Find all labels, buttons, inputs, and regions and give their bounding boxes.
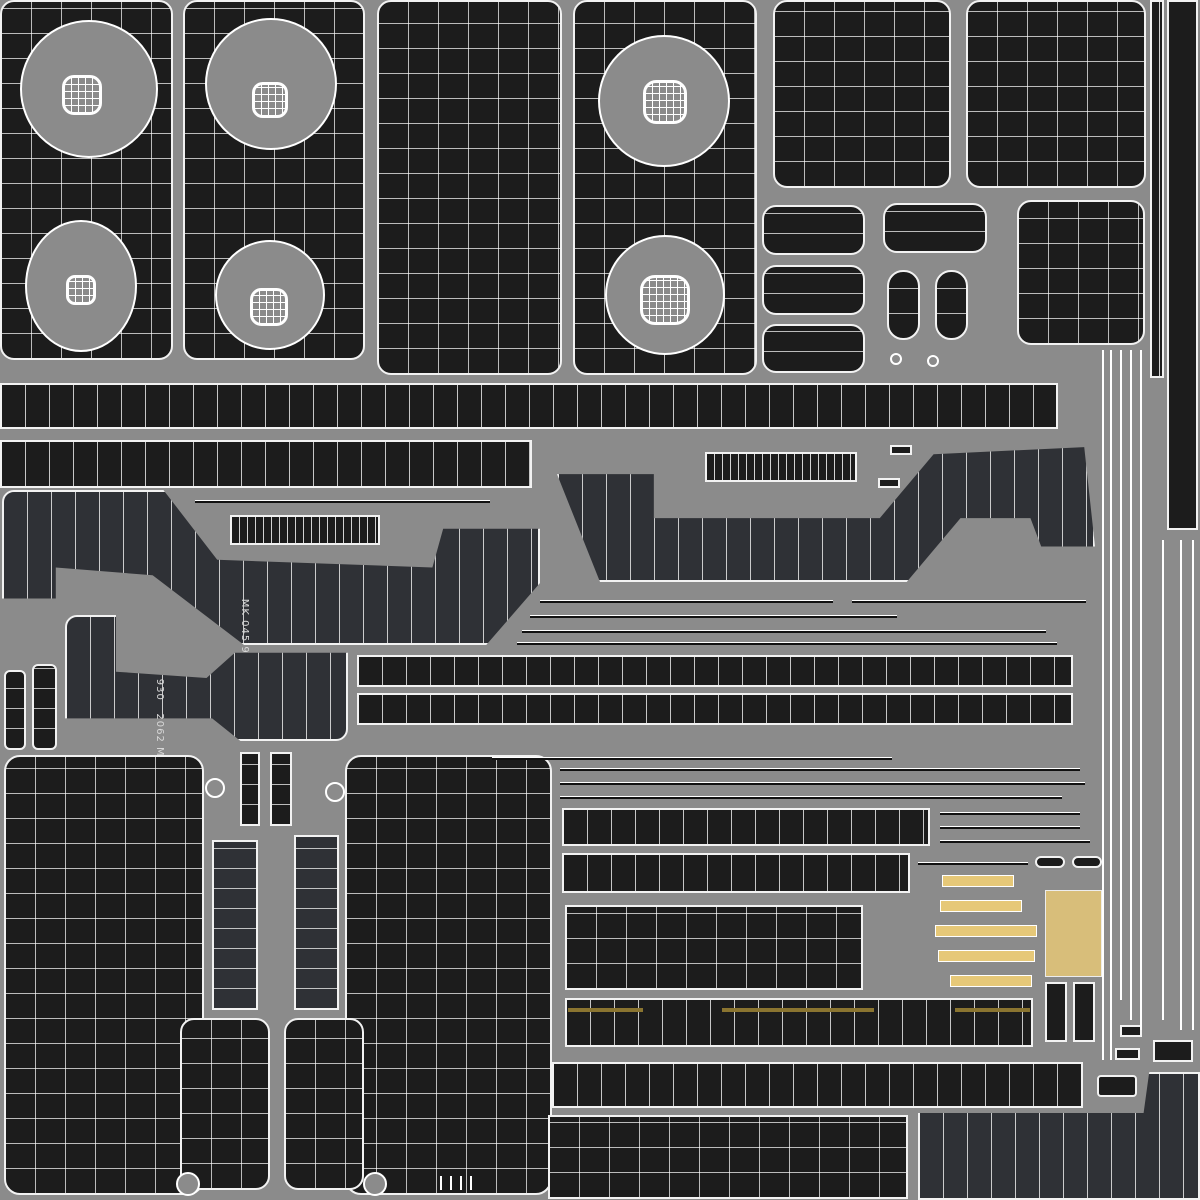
uv-accent-chip	[1045, 890, 1102, 977]
uv-island-housing-base	[180, 1018, 270, 1190]
uv-strip-panel	[562, 808, 930, 846]
uv-accent-chip	[935, 925, 1037, 937]
uv-tab	[878, 478, 900, 488]
uv-pin	[440, 1176, 442, 1190]
uv-thin-strip	[540, 600, 833, 603]
uv-rail	[1110, 350, 1112, 1060]
uv-island-small	[762, 324, 865, 373]
uv-island-oval	[887, 270, 920, 340]
uv-rail	[1102, 350, 1104, 1060]
label-line: 2062	[154, 713, 165, 743]
uv-hole-center	[62, 75, 102, 115]
uv-accent-chip	[942, 875, 1014, 887]
uv-eyelet	[176, 1172, 200, 1196]
uv-island-housing-base	[284, 1018, 364, 1190]
uv-island-plate	[377, 0, 562, 375]
uv-thin-strip	[517, 642, 1057, 645]
uv-long-bar	[0, 440, 532, 488]
uv-thin-strip	[940, 812, 1080, 815]
uv-block	[1073, 982, 1095, 1042]
uv-eyelet	[363, 1172, 387, 1196]
uv-clip	[240, 752, 260, 826]
uv-thin-strip	[560, 768, 1080, 771]
uv-tab	[1035, 856, 1065, 868]
uv-thin-strip	[940, 826, 1080, 829]
uv-strip-panel	[565, 998, 1033, 1047]
uv-rail	[1162, 540, 1164, 1020]
uv-accent-band	[568, 1008, 643, 1012]
uv-hole-center	[250, 288, 288, 326]
uv-thin-strip	[852, 600, 1086, 603]
uv-thin-strip	[560, 782, 1085, 785]
uv-thin-strip	[918, 862, 1028, 865]
uv-island-small	[762, 205, 865, 255]
uv-rail	[1140, 350, 1142, 1030]
uv-strip-panel	[212, 840, 258, 1010]
uv-long-bar	[357, 693, 1073, 725]
uv-strip-vertical	[1167, 0, 1198, 530]
label-line: MK	[239, 598, 250, 616]
uv-clip	[32, 664, 57, 750]
label-line: 045	[239, 620, 250, 643]
uv-hole-center	[643, 80, 687, 124]
uv-connector	[705, 452, 857, 482]
uv-dot	[890, 353, 902, 365]
uv-long-bar	[0, 383, 1058, 429]
uv-island-housing-2	[345, 755, 552, 1195]
uv-grid-panel	[548, 1115, 908, 1199]
uv-accent-band	[722, 1008, 874, 1012]
uv-hole-center	[252, 82, 288, 118]
uv-accent-band	[955, 1008, 1030, 1012]
uv-hole-center	[640, 275, 690, 325]
uv-island-bracket-3	[573, 0, 757, 375]
uv-block	[1115, 1048, 1140, 1060]
uv-hole-center	[66, 275, 96, 305]
uv-block	[1153, 1040, 1193, 1062]
uv-thin-strip	[195, 500, 490, 503]
uv-island-small	[762, 265, 865, 315]
uv-accent-chip	[938, 950, 1035, 962]
uv-clip	[4, 670, 26, 750]
uv-island-oval	[935, 270, 968, 340]
uv-rail	[1120, 350, 1122, 1000]
uv-rail	[1130, 350, 1132, 1020]
uv-strip-vertical	[1150, 0, 1164, 378]
uv-connector	[230, 515, 380, 545]
uv-rail	[1180, 540, 1182, 1030]
uv-long-bar	[552, 1062, 1083, 1108]
uv-thin-strip	[522, 630, 1046, 633]
uv-island-square-1	[773, 0, 951, 188]
uv-block	[1097, 1075, 1137, 1097]
uv-block	[1120, 1025, 1142, 1037]
uv-thin-strip	[560, 796, 1062, 799]
uv-island-housing-1	[4, 755, 204, 1195]
uv-thin-strip	[940, 840, 1090, 843]
uv-island-small	[883, 203, 987, 253]
uv-thin-strip	[530, 615, 897, 618]
uv-clip	[270, 752, 292, 826]
uv-tab	[890, 445, 912, 455]
uv-thin-strip	[492, 757, 892, 760]
uv-island-square-3	[1017, 200, 1145, 345]
uv-strip-panel	[562, 853, 910, 893]
uv-hole-ring	[598, 35, 730, 167]
uv-accent-chip	[940, 900, 1022, 912]
uv-grid-panel	[565, 905, 863, 990]
uv-pin	[450, 1176, 452, 1190]
uv-strip-panel	[294, 835, 339, 1010]
uv-tab	[1072, 856, 1102, 868]
uv-block	[1045, 982, 1067, 1042]
uv-eyelet	[325, 782, 345, 802]
uv-accent-chip	[950, 975, 1032, 987]
uv-dot	[927, 355, 939, 367]
uv-island-square-2	[966, 0, 1146, 188]
uv-long-bar	[357, 655, 1073, 687]
label-line: 930	[154, 678, 165, 701]
uv-rail	[1192, 540, 1194, 1030]
uv-pin	[470, 1176, 472, 1190]
uv-pin	[460, 1176, 462, 1190]
part-label-b: 930 2062 MK	[143, 662, 176, 764]
uv-eyelet	[205, 778, 225, 798]
